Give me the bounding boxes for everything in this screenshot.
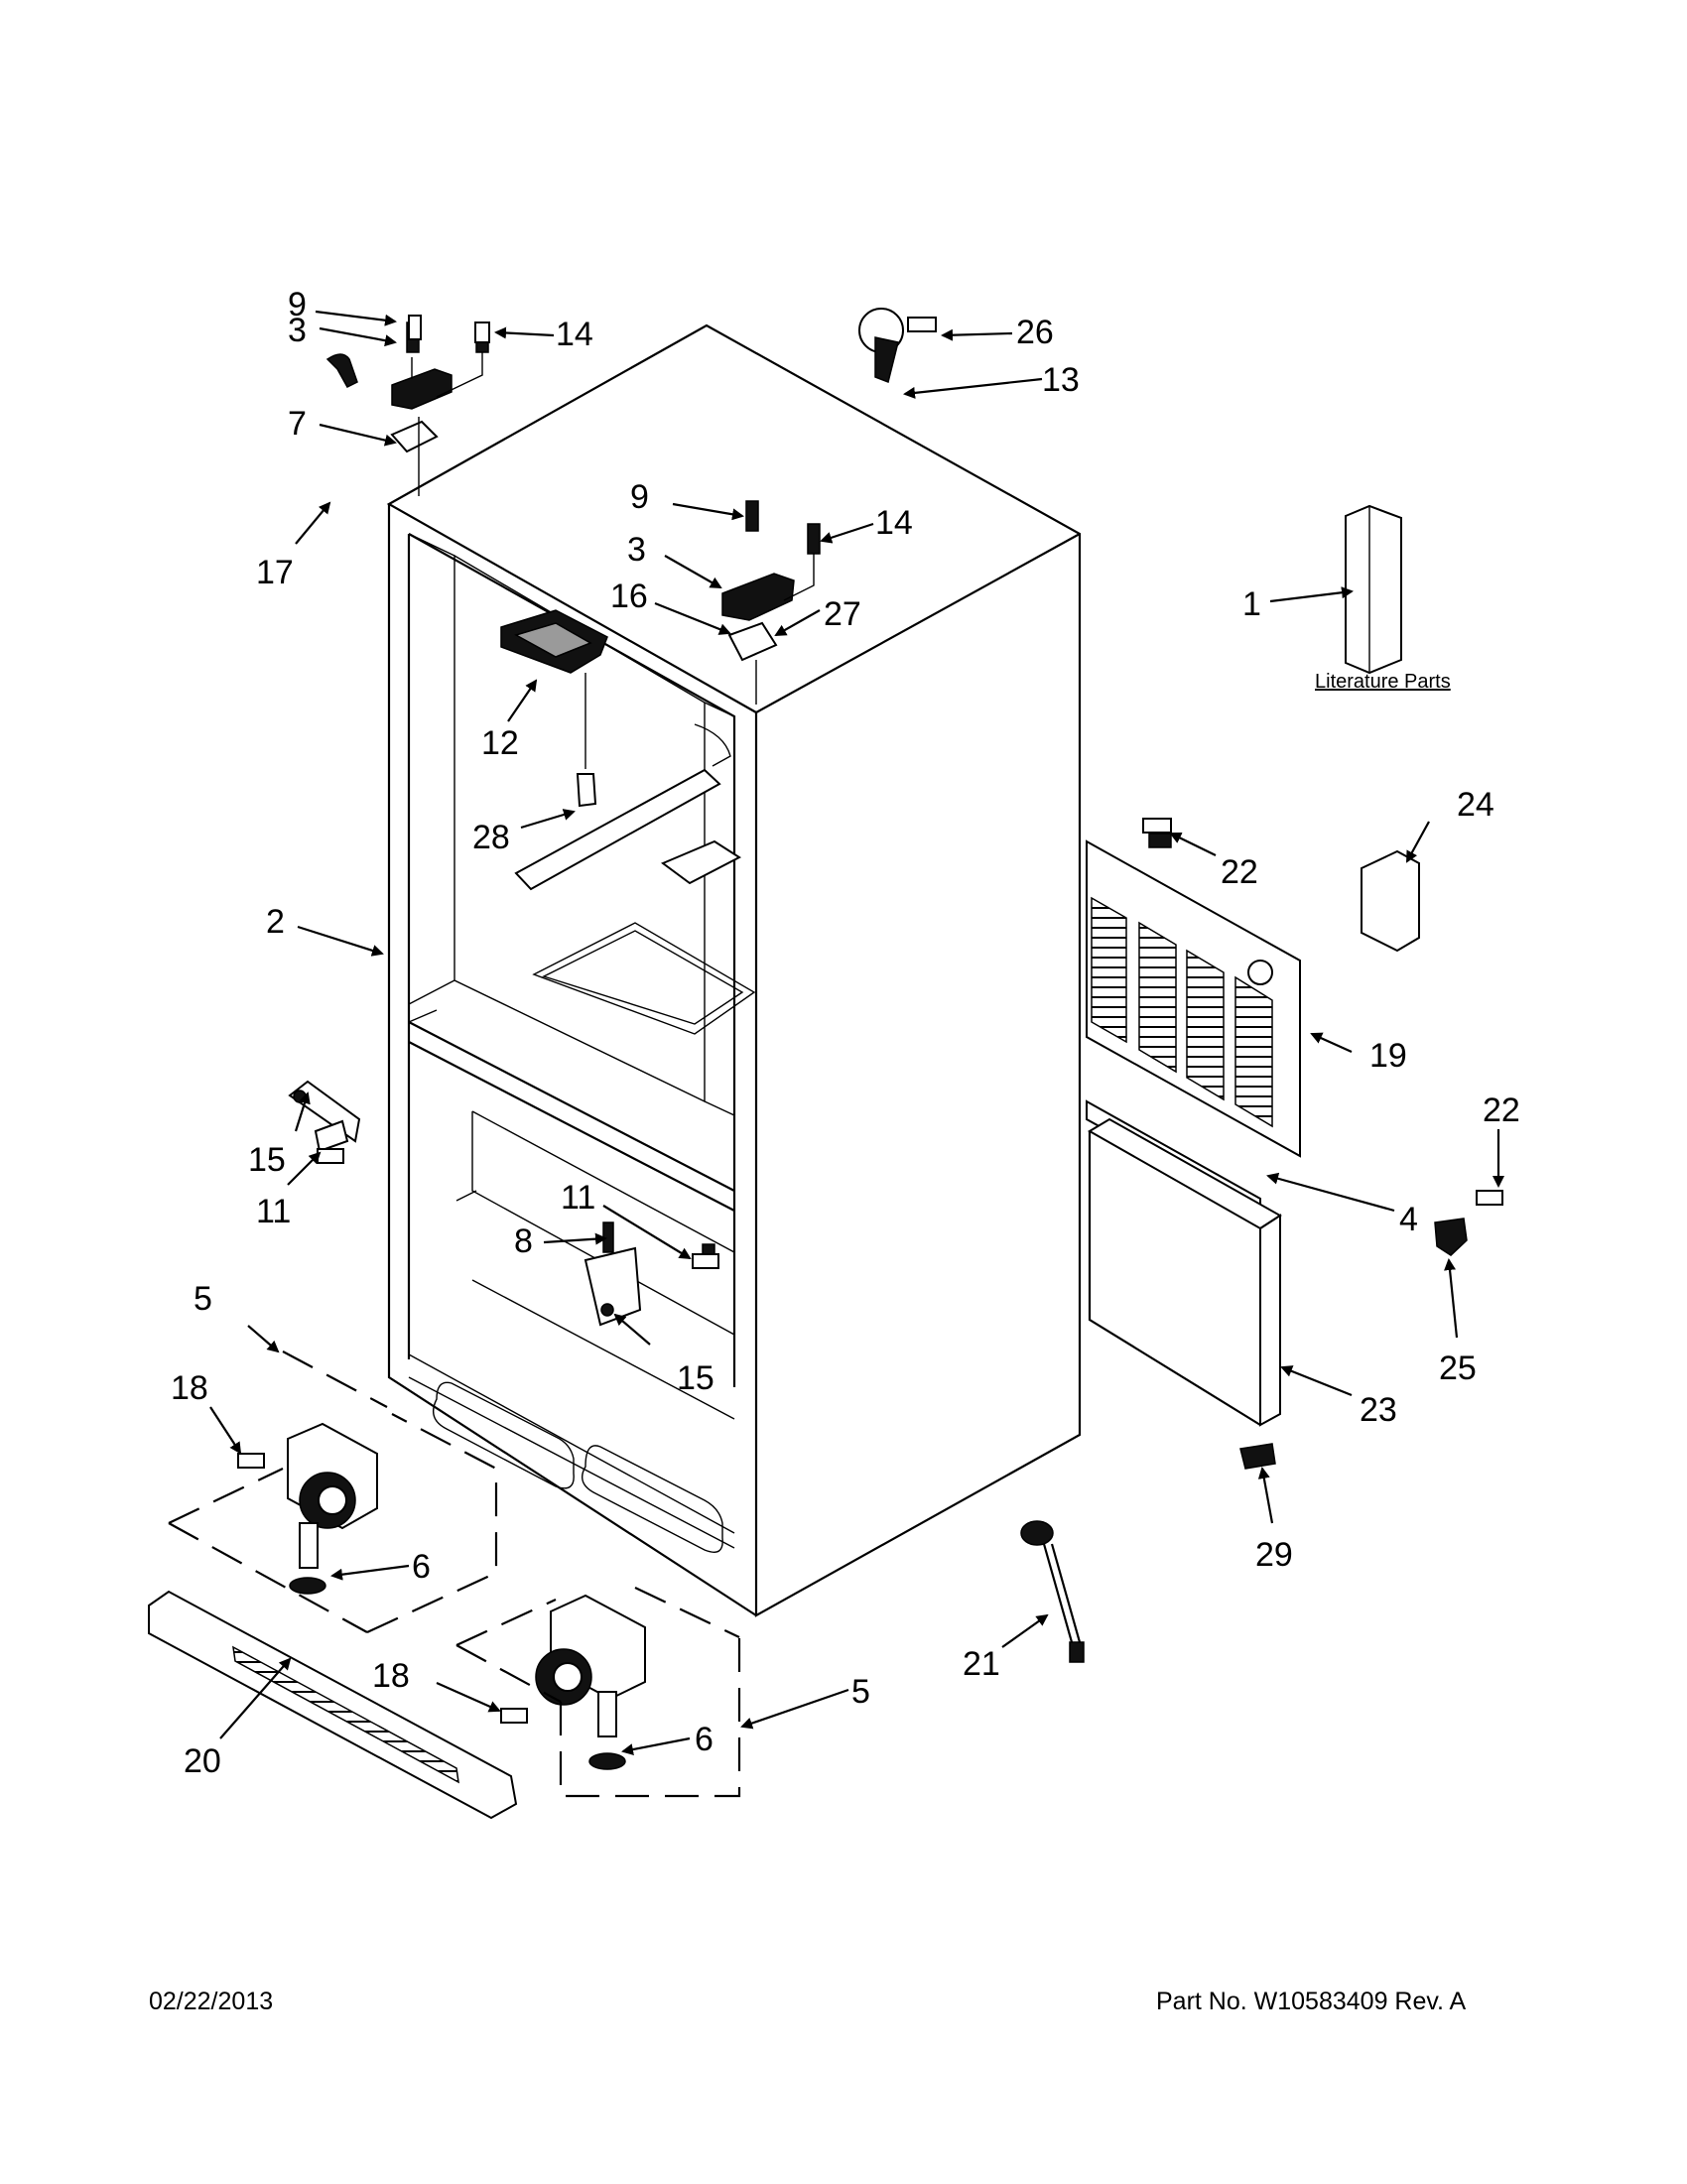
callout-19: 19 <box>1369 1037 1407 1075</box>
callout-13: 13 <box>1042 361 1080 399</box>
callout-5a: 5 <box>194 1280 212 1318</box>
door-stop <box>858 308 937 384</box>
hinge-center <box>721 500 821 705</box>
callout-9b: 9 <box>630 478 649 516</box>
callout-17: 17 <box>256 554 294 591</box>
callout-27: 27 <box>824 595 861 633</box>
callout-15b: 15 <box>677 1359 714 1397</box>
callout-21: 21 <box>963 1645 1000 1683</box>
callout-5b: 5 <box>851 1673 870 1711</box>
callout-24: 24 <box>1457 786 1494 824</box>
leader-lines <box>209 310 1504 1755</box>
callout-26: 26 <box>1016 314 1054 351</box>
callout-2: 2 <box>266 903 285 941</box>
callout-11a: 11 <box>256 1193 291 1230</box>
callout-3b: 3 <box>627 531 646 569</box>
callout-28: 28 <box>472 819 510 856</box>
light-housing <box>500 609 608 808</box>
screw-11-center <box>692 1253 719 1269</box>
base-grille <box>148 1590 518 1820</box>
callout-16: 16 <box>610 578 648 615</box>
callout-25: 25 <box>1439 1349 1477 1387</box>
leveling-leg-right <box>588 1691 626 1770</box>
assembly-guides <box>168 1350 741 1798</box>
insulation-block <box>1088 1117 1282 1427</box>
gasket-piece <box>325 353 358 388</box>
roller-assembly-right <box>535 1594 646 1706</box>
callout-11b: 11 <box>561 1179 595 1217</box>
callout-6a: 6 <box>412 1548 431 1586</box>
callout-18a: 18 <box>171 1369 208 1407</box>
callout-7: 7 <box>288 405 307 443</box>
screw-22-top <box>1142 818 1172 834</box>
literature-parts-booklet <box>1345 504 1402 675</box>
callout-labels: 9 14 3 7 17 26 13 9 14 3 16 27 1 12 28 2… <box>171 286 1520 1780</box>
screw-9-top <box>408 315 422 340</box>
clamp-screw <box>1476 1190 1503 1206</box>
callout-1: 1 <box>1242 585 1261 623</box>
small-clip <box>1239 1443 1276 1470</box>
literature-parts-label: Literature Parts <box>1315 671 1451 693</box>
panel-clip <box>1361 849 1420 953</box>
callout-14a: 14 <box>556 316 593 353</box>
callout-22b: 22 <box>1483 1092 1520 1129</box>
screw-18-right <box>500 1708 528 1724</box>
rear-access-panel <box>1086 833 1301 1158</box>
callout-22a: 22 <box>1221 853 1258 891</box>
callout-4: 4 <box>1399 1201 1418 1238</box>
callout-8: 8 <box>514 1222 533 1260</box>
hinge-top-left <box>390 321 489 496</box>
screw-14-top <box>474 321 490 343</box>
roller-assembly-left <box>287 1422 378 1530</box>
callout-18b: 18 <box>372 1657 410 1695</box>
screw-11-left <box>317 1148 344 1164</box>
callout-14b: 14 <box>875 504 913 542</box>
leveling-leg-left <box>289 1522 326 1595</box>
refrigerator-cabinet <box>386 323 1082 1617</box>
callout-12: 12 <box>481 724 519 762</box>
tube-clamp <box>1434 1218 1468 1256</box>
wire-harness <box>1020 1520 1085 1663</box>
callout-3a: 3 <box>288 312 307 349</box>
screw-18-left <box>237 1453 265 1469</box>
footer-date: 02/22/2013 <box>149 1988 274 2015</box>
callout-9a: 9 <box>288 286 307 323</box>
footer-part-number: Part No. W10583409 Rev. A <box>1156 1988 1467 2015</box>
callout-23: 23 <box>1360 1391 1397 1429</box>
callout-29: 29 <box>1255 1536 1293 1574</box>
callout-15a: 15 <box>248 1141 286 1179</box>
callout-6b: 6 <box>695 1721 714 1758</box>
callout-20: 20 <box>184 1742 221 1780</box>
